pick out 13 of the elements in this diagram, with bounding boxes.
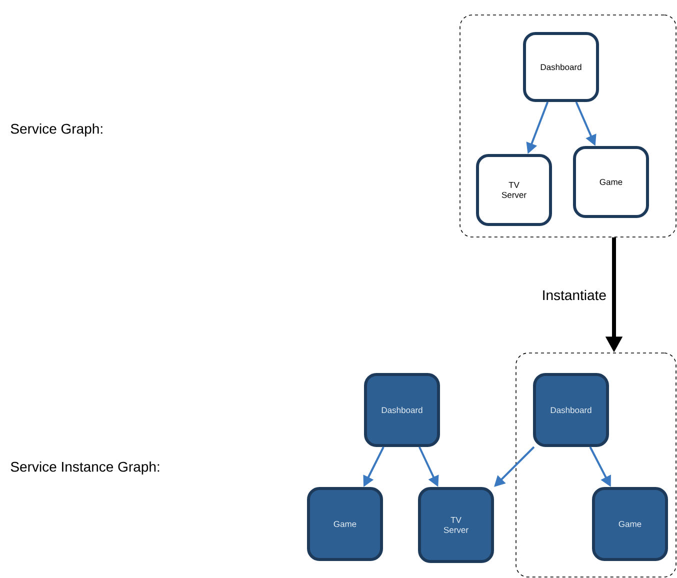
dashed-group-frame bbox=[460, 14, 676, 238]
process-box: Game bbox=[573, 146, 649, 218]
process-box: TV Server bbox=[476, 154, 552, 226]
dashed-group-frame bbox=[516, 352, 676, 578]
edge-label: Instantiate bbox=[543, 290, 606, 300]
process-box: Dashboard bbox=[533, 373, 609, 447]
process-box: TV Server bbox=[418, 487, 494, 563]
process-box: Dashboard bbox=[364, 373, 440, 447]
graph-label: Service Graph: bbox=[10, 123, 102, 137]
process-box: Dashboard bbox=[523, 32, 599, 102]
process-box: Game bbox=[592, 487, 668, 561]
process-box: Game bbox=[307, 487, 383, 561]
graph-label: Service Instance Graph: bbox=[10, 461, 160, 475]
